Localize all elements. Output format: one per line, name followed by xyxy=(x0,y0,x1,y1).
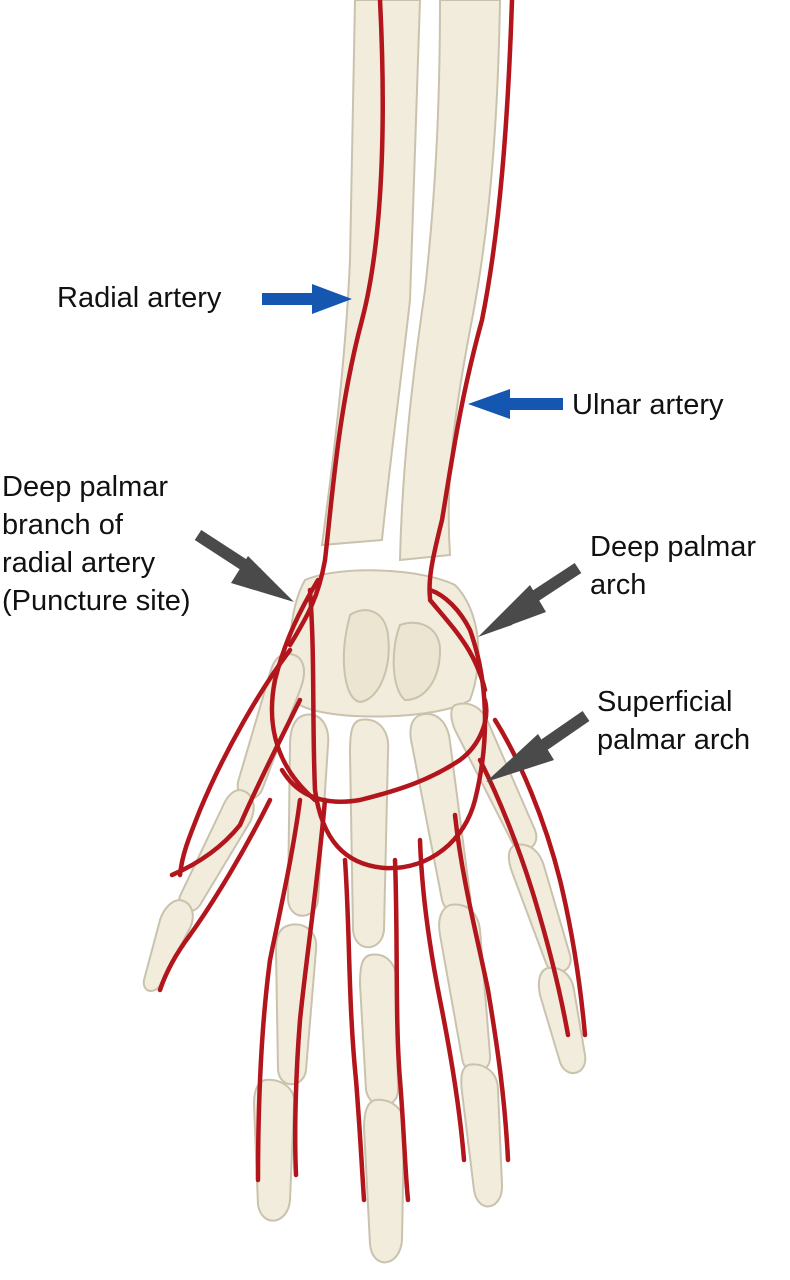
bones xyxy=(142,0,587,1264)
callout-arrows xyxy=(194,284,590,782)
radial-artery-arrow xyxy=(262,284,352,314)
ulnar-artery-label: Ulnar artery xyxy=(572,389,724,421)
middle-distal-phalanx xyxy=(362,1098,406,1264)
middle-proximal-phalanx xyxy=(358,953,400,1107)
index-distal-phalanx xyxy=(252,1078,296,1222)
deep-palmar-branch-label: Deep palmar branch of radial artery (Pun… xyxy=(2,471,191,617)
ulna-bone xyxy=(398,0,502,562)
superficial-palmar-arch-vessel xyxy=(279,697,489,804)
deep-palmar-branch-vessel xyxy=(269,577,321,803)
superficial-palmar-arch-label: Superficial palmar arch xyxy=(597,686,751,756)
middle-metacarpal xyxy=(348,718,390,949)
deep-branch-arrow xyxy=(194,529,294,602)
ring-distal-phalanx xyxy=(460,1063,504,1208)
ulnar-artery-vessel xyxy=(427,0,515,601)
ulnar-artery-arrow xyxy=(468,389,563,419)
deep-arch-arrow xyxy=(478,562,582,637)
little-distal-phalanx xyxy=(537,966,587,1074)
superficial-arch-arrow xyxy=(486,711,590,782)
radial-artery-vessel xyxy=(287,0,385,648)
deep-palmar-arch-label: Deep palmar arch xyxy=(590,531,757,601)
radial-artery-label: Radial artery xyxy=(57,282,222,314)
thumb-distal-phalanx xyxy=(142,898,194,992)
